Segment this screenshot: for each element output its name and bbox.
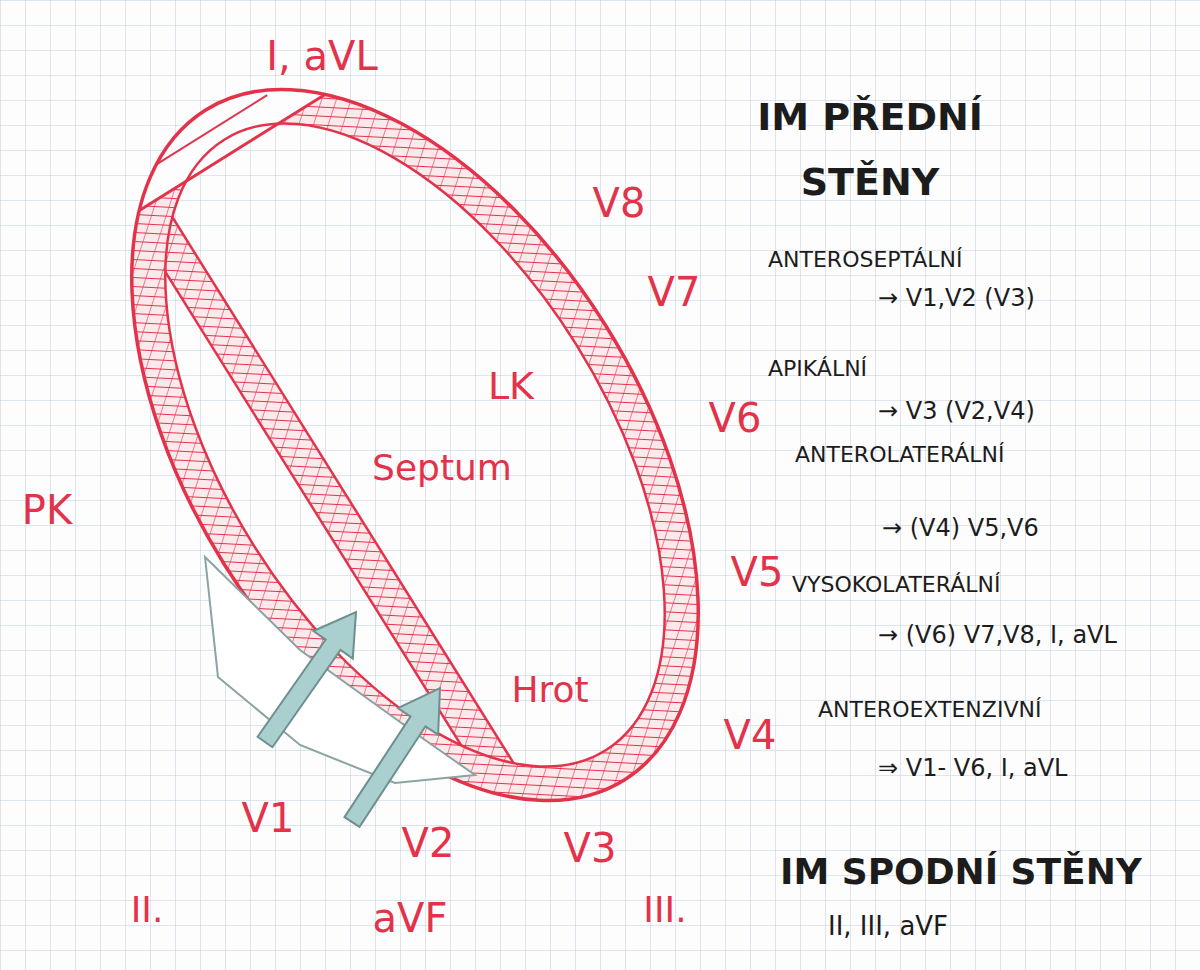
lead-label: II. [131, 890, 164, 930]
septum-edge [122, 203, 504, 814]
lead-list: → (V4) V5,V6 [882, 515, 1039, 541]
lead-label: III. [643, 890, 686, 930]
septum-band [122, 185, 533, 814]
lead-label: V1 [242, 796, 295, 840]
vector-arrow [345, 688, 441, 827]
septum-edge [152, 185, 534, 796]
lead-label: I, aVL [266, 34, 377, 78]
lead-label: V8 [593, 181, 646, 225]
lead-list: → (V6) V7,V8, I, aVL [878, 622, 1117, 648]
infarct-type: VYSOKOLATERÁLNÍ [792, 573, 1000, 597]
lead-label: V6 [709, 396, 762, 440]
lead-list: → V3 (V2,V4) [878, 398, 1035, 424]
section-heading: IM PŘEDNÍ STĚNY [745, 85, 995, 215]
lead-label: V4 [724, 713, 777, 757]
region-label: Hrot [511, 670, 588, 710]
highlight-shape [205, 557, 475, 783]
lead-label: V7 [648, 270, 701, 314]
myocardium-crosshatch [15, 0, 815, 899]
lead-list: ⇒ V1- V6, I, aVL [878, 755, 1068, 781]
infarct-type: APIKÁLNÍ [768, 357, 867, 381]
region-label: LK [488, 366, 534, 408]
lead-label: V2 [402, 821, 455, 865]
lead-label: V3 [564, 826, 617, 870]
infarct-type: ANTEROSEPTÁLNÍ [768, 248, 963, 272]
epicardium-outline [15, 0, 815, 899]
region-label: Septum [372, 448, 512, 488]
infarct-type: ANTEROLATERÁLNÍ [795, 443, 1005, 467]
lead-label: aVF [373, 896, 448, 940]
endocardium-outline [63, 39, 767, 851]
lead-list: II, III, aVF [828, 912, 948, 941]
heart-base [8, 0, 427, 274]
myocardium-wall [15, 0, 815, 899]
region-label: PK [22, 488, 72, 532]
vector-arrow [258, 612, 356, 747]
septum-crosshatch [122, 185, 533, 814]
valve-plane [140, 95, 325, 211]
section-heading: IM SPODNÍ STĚNY [780, 852, 1142, 892]
lead-label: V5 [731, 550, 784, 594]
heart-section [8, 0, 819, 902]
infarct-type: ANTEROEXTENZIVNÍ [818, 698, 1041, 722]
lead-list: → V1,V2 (V3) [878, 285, 1035, 311]
